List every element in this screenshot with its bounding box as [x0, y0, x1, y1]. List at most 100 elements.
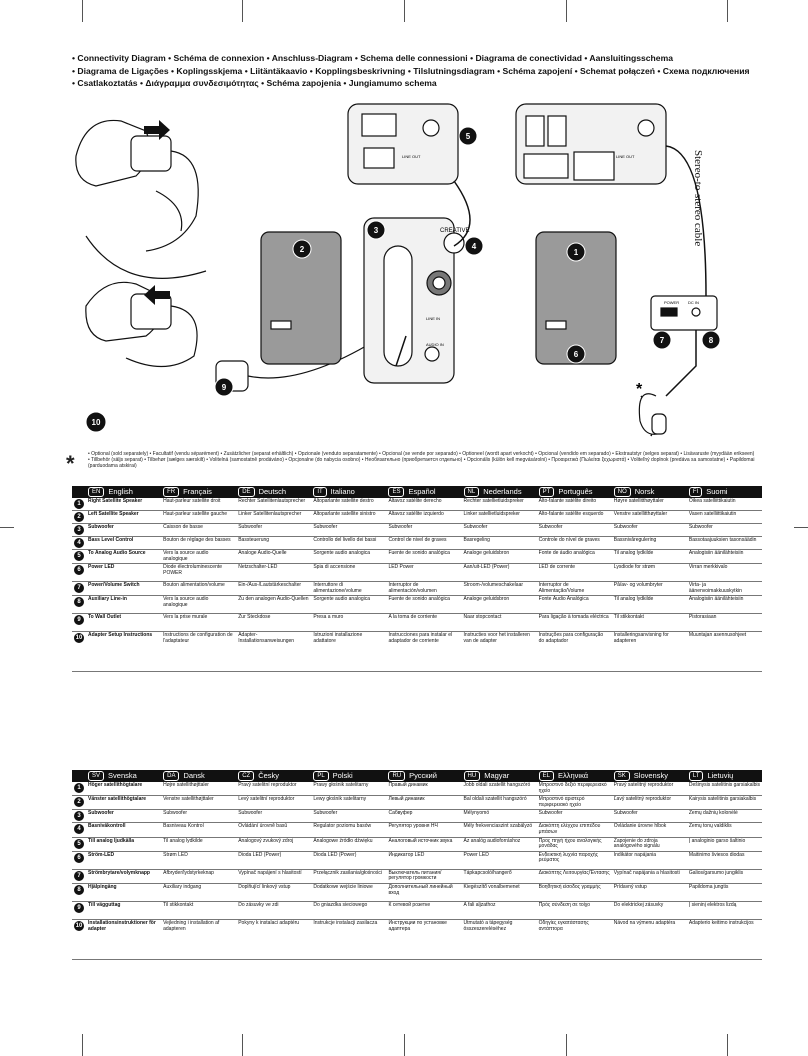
- table-cell: Netzschalter-LED: [236, 563, 312, 583]
- port-label: LINE OUT: [402, 154, 421, 159]
- table-cell: Venstre satellitthøyttaler: [611, 510, 687, 525]
- port-label: POWER: [664, 300, 679, 305]
- table-cell: Левый динамик: [386, 795, 462, 811]
- table-cell: Διακόπτης Λειτουργίας/Έντασης: [536, 869, 612, 884]
- table-cell: LED Power: [386, 563, 462, 583]
- language-code: DA: [163, 771, 180, 782]
- crop-mark: [566, 1034, 567, 1056]
- language-code: PL: [313, 771, 329, 782]
- language-name: Lietuvių: [707, 771, 734, 780]
- language-code: LT: [688, 771, 704, 782]
- table-cell: Instrucciones para instalar el adaptador…: [386, 631, 462, 673]
- table-cell: Indikátor napájania: [611, 851, 687, 870]
- callout-9: 9: [214, 377, 234, 397]
- table-cell: Subwoofer: [311, 809, 387, 824]
- language-name: Русский: [409, 771, 437, 780]
- table-cell: Προς πηγή ήχου αναλογικής μονάδας: [536, 837, 612, 852]
- title-line: • Connectivity Diagram • Schéma de conne…: [72, 53, 674, 63]
- crop-mark: [727, 0, 728, 22]
- crop-mark: [242, 1034, 243, 1056]
- table-cell: Prídavný vstup: [611, 883, 687, 902]
- table-cell: Til analog lydkilde: [611, 595, 687, 615]
- table-cell: Subwoofer: [236, 809, 312, 824]
- port-label: AUDIO IN: [426, 342, 444, 347]
- callout-6: 6: [566, 344, 586, 364]
- arrow-right-icon: [144, 120, 170, 140]
- table-cell: Lysdiode for strøm: [611, 563, 687, 583]
- title-line: • Csatlakoztatás • Διάγραμμα συνδεσιμότη…: [72, 78, 437, 88]
- table-cell: Instruções para configuração do adaptado…: [536, 631, 612, 673]
- table-cell: Инструкции по установке адаптера: [386, 919, 462, 960]
- table-cell: Pokyny k instalaci adaptéru: [236, 919, 312, 960]
- row-number-badge: 7: [74, 870, 84, 881]
- crop-mark: [404, 1034, 405, 1056]
- table-cell: Ľavý satelitný reproduktor: [611, 795, 687, 811]
- table-cell: To Analog Audio Source: [86, 549, 162, 565]
- table-cell: Controle do nível de graves: [536, 536, 612, 551]
- language-name: English: [108, 487, 133, 496]
- table-cell: Subwoofer: [611, 523, 687, 538]
- language-code: NL: [463, 487, 480, 498]
- table-cell: Lewy głośnik satelitarny: [311, 795, 387, 811]
- table-cell: Į sieninį elektros lizdą: [686, 901, 762, 920]
- table-cell: Altavoz satélite izquierdo: [386, 510, 462, 525]
- svg-text:10: 10: [92, 418, 101, 427]
- table-cell: Basniveau Kontrol: [161, 822, 237, 838]
- optional-star-icon: *: [636, 381, 643, 398]
- table-cell: Aan/uit-LED (Power): [461, 563, 537, 583]
- table-cell: Instructies voor het installeren van de …: [461, 631, 537, 673]
- table-cell: Basregeling: [461, 536, 537, 551]
- language-name: Suomi: [706, 487, 728, 496]
- table-cell: Sorgente audio analogica: [311, 595, 387, 615]
- table-cell: Útmutató a tápegység összeszereléséhez: [461, 919, 537, 960]
- table-cell: Fonte de áudio analógica: [536, 549, 612, 565]
- cable-label: Stereo-to-stereo cable: [692, 150, 704, 247]
- table-cell: Bassteuerung: [236, 536, 312, 551]
- table-cell: Sorgente audio analogica: [311, 549, 387, 565]
- table-cell: Zur Steckdose: [236, 613, 312, 633]
- row-number-badge: 10: [74, 920, 84, 931]
- table-cell: Индикатор LED: [386, 851, 462, 870]
- optional-note: * • Optional (sold separately) • Faculta…: [66, 451, 756, 477]
- row-number-badge: 2: [74, 797, 84, 808]
- asterisk-icon: *: [66, 451, 75, 476]
- table-cell: Spia di accensione: [311, 563, 387, 583]
- callout-4: 4: [464, 236, 484, 256]
- speaker-back-panel: [650, 295, 718, 331]
- table-cell: Subwoofer: [86, 809, 162, 824]
- table-cell: Fonte Áudio Analógica: [536, 595, 612, 615]
- language-name: Deutsch: [258, 487, 287, 496]
- table-cell: Till vägguttag: [86, 901, 162, 920]
- crop-mark: [404, 0, 405, 22]
- port-label: DC IN: [688, 300, 699, 305]
- table-cell: Adapterio keitimo instrukcijos: [686, 919, 762, 960]
- row-number-badge: 1: [74, 499, 84, 510]
- table-cell: Linker Satellitenlautsprecher: [236, 510, 312, 525]
- table-cell: Do elektrickej zásuvky: [611, 901, 687, 920]
- table-cell: Left Satellite Speaker: [86, 510, 162, 525]
- table-cell: Návod na výmenu adaptéra: [611, 919, 687, 960]
- table-cell: Till analog ljudkälla: [86, 837, 162, 852]
- table-cell: Ein-/Aus-/Lautstärkeschalter: [236, 581, 312, 597]
- diagram-title: • Connectivity Diagram • Schéma de conne…: [72, 52, 762, 90]
- table-cell: Höger satellithögtalare: [86, 782, 162, 797]
- table-cell: Сабвуфер: [386, 809, 462, 824]
- table-cell: Power LED: [86, 563, 162, 583]
- language-name: Polski: [332, 771, 353, 780]
- crop-mark: [727, 1034, 728, 1056]
